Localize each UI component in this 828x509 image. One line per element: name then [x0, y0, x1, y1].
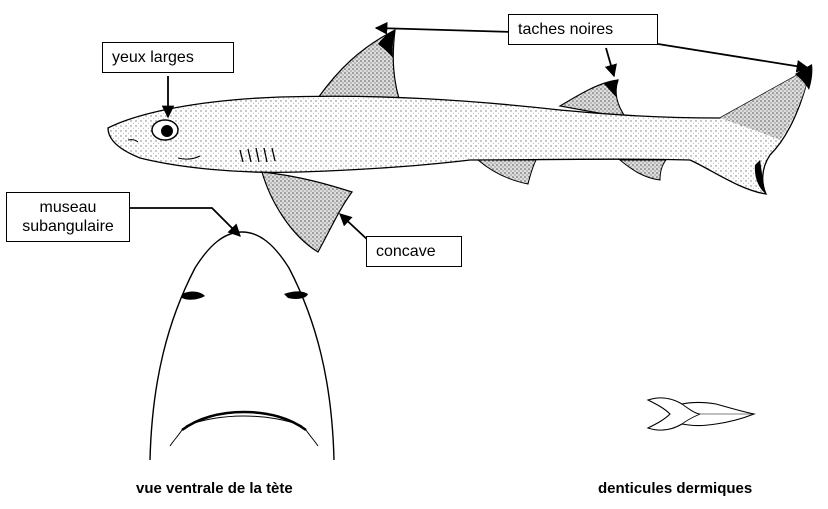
- arrow-spots-caudal: [658, 44, 808, 68]
- caption-denticles: denticules dermiques: [598, 480, 752, 497]
- arrow-spots-dorsal2: [606, 48, 614, 76]
- left-nostril: [182, 292, 205, 300]
- label-fin: concave: [366, 236, 462, 267]
- label-spots-text: taches noires: [518, 21, 613, 38]
- label-snout-line2: subangulaire: [16, 217, 120, 236]
- denticle-drawing: [648, 398, 754, 430]
- arrow-snout: [130, 208, 240, 236]
- label-eyes: yeux larges: [102, 42, 234, 73]
- shark-body: [108, 68, 810, 194]
- pectoral-fin: [262, 172, 352, 252]
- label-eyes-text: yeux larges: [112, 49, 194, 66]
- label-fin-text: concave: [376, 243, 436, 260]
- head-outline: [150, 232, 334, 460]
- arrow-spots-dorsal1: [376, 28, 512, 32]
- right-nostril: [284, 291, 308, 299]
- caption-ventral: vue ventrale de la tète: [136, 480, 293, 497]
- label-snout: museau subangulaire: [6, 192, 130, 242]
- ventral-head-view: [150, 232, 334, 460]
- label-spots: taches noires: [508, 14, 658, 45]
- label-snout-line1: museau: [16, 198, 120, 217]
